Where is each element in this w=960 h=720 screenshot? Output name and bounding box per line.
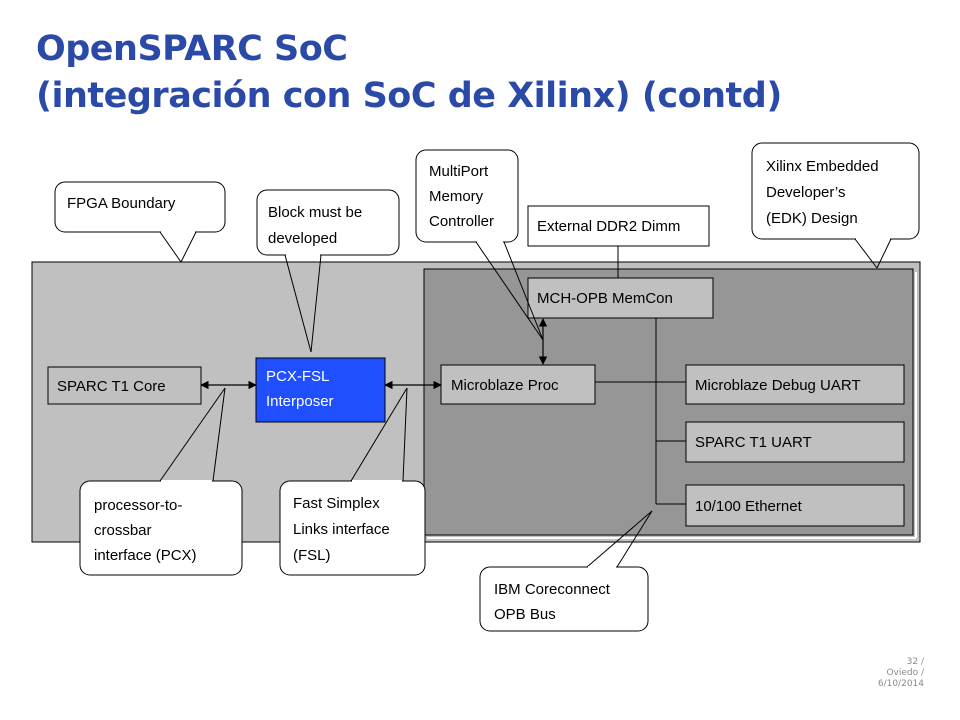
callout-pcx-text-2: crossbar xyxy=(94,522,152,539)
callout-block-text-1: Block must be xyxy=(268,204,362,221)
mch-opb-memcon-block: MCH-OPB MemCon xyxy=(527,277,714,319)
callout-multiport: MultiPort Memory Controller xyxy=(415,149,544,341)
footer-place: Oviedo / xyxy=(886,668,924,678)
title-line-1: OpenSPARC SoC xyxy=(36,29,348,69)
footer-date: 6/10/2014 xyxy=(877,679,924,689)
ethernet-block: 10/100 Ethernet xyxy=(685,484,905,527)
callout-fsl-text-1: Fast Simplex xyxy=(293,495,380,512)
callout-multiport-text-1: MultiPort xyxy=(429,163,489,180)
pcx-fsl-interposer-block: PCX-FSL Interposer xyxy=(255,357,386,423)
callout-multiport-text-3: Controller xyxy=(429,213,494,230)
page-title: OpenSPARC SoC (integración con SoC de Xi… xyxy=(36,26,782,120)
callout-fpga-boundary: FPGA Boundary xyxy=(54,181,226,263)
sparc-t1-core-block: SPARC T1 Core xyxy=(47,366,202,405)
callout-fpga-text: FPGA Boundary xyxy=(67,195,176,212)
callout-opb-text-1: IBM Coreconnect xyxy=(494,581,611,598)
interposer-label-2: Interposer xyxy=(266,393,334,410)
callout-pcx: processor-to- crossbar interface (PCX) xyxy=(79,387,243,576)
callout-pcx-text-1: processor-to- xyxy=(94,497,182,514)
callout-block-developed: Block must be developed xyxy=(256,189,400,353)
title-line-2: (integración con SoC de Xilinx) (contd) xyxy=(36,76,782,116)
callout-fsl-text-3: (FSL) xyxy=(293,547,331,564)
slide-footer: 32 / Oviedo / 6/10/2014 xyxy=(844,657,924,690)
microblaze-proc-block: Microblaze Proc xyxy=(440,364,596,405)
callout-block-text-2: developed xyxy=(268,230,337,247)
interposer-label-1: PCX-FSL xyxy=(266,368,329,385)
callout-edk: Xilinx Embedded Developer’s (EDK) Design xyxy=(751,142,920,269)
external-ddr2-label: External DDR2 Dimm xyxy=(537,218,680,235)
ethernet-label: 10/100 Ethernet xyxy=(695,498,803,515)
callout-opb-bus: IBM Coreconnect OPB Bus xyxy=(479,510,653,632)
callout-pcx-text-3: interface (PCX) xyxy=(94,547,197,564)
microblaze-proc-label: Microblaze Proc xyxy=(451,377,559,394)
debug-uart-block: Microblaze Debug UART xyxy=(685,364,905,405)
debug-uart-label: Microblaze Debug UART xyxy=(695,377,861,394)
callout-multiport-text-2: Memory xyxy=(429,188,484,205)
callout-fsl: Fast Simplex Links interface (FSL) xyxy=(279,387,426,576)
sparc-t1-core-label: SPARC T1 Core xyxy=(57,378,166,395)
footer-page: 32 / xyxy=(906,657,924,667)
mch-opb-memcon-label: MCH-OPB MemCon xyxy=(537,290,673,307)
sparc-uart-label: SPARC T1 UART xyxy=(695,434,812,451)
callout-opb-text-2: OPB Bus xyxy=(494,606,556,623)
callout-fsl-text-2: Links interface xyxy=(293,521,390,538)
callout-edk-text-2: Developer’s xyxy=(766,184,846,201)
callout-edk-text-3: (EDK) Design xyxy=(766,210,858,227)
external-ddr2-block: External DDR2 Dimm xyxy=(527,205,710,247)
sparc-uart-block: SPARC T1 UART xyxy=(685,421,905,463)
callout-edk-text-1: Xilinx Embedded xyxy=(766,158,879,175)
